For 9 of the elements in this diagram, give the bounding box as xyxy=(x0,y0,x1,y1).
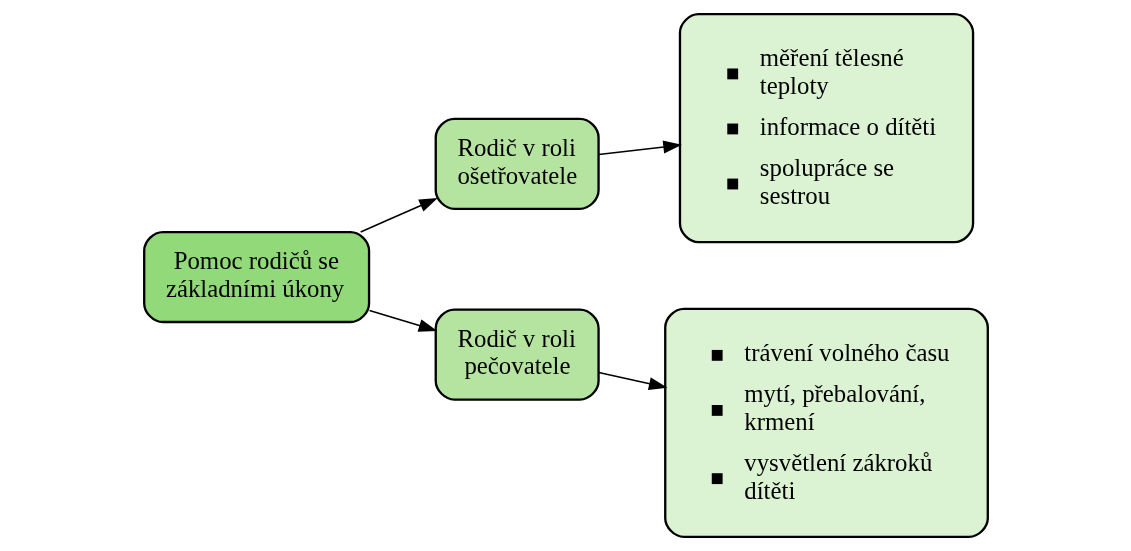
node-box: Rodič v roli ošetřovatele xyxy=(434,117,600,210)
node-box: trávení volného času mytí, přebalování, krmení vysvětlení zákroků dítěti xyxy=(663,307,989,538)
node-box: měření tělesné teploty informace o dítěti spolupráce se sestrou xyxy=(678,13,974,244)
node-box: Rodič v roli pečovatele xyxy=(434,308,600,401)
arrow xyxy=(359,198,438,233)
node-box: Pomoc rodičů se základními úkony xyxy=(142,230,370,324)
arrow xyxy=(597,371,668,391)
arrow xyxy=(597,140,682,156)
arrow xyxy=(368,309,437,332)
